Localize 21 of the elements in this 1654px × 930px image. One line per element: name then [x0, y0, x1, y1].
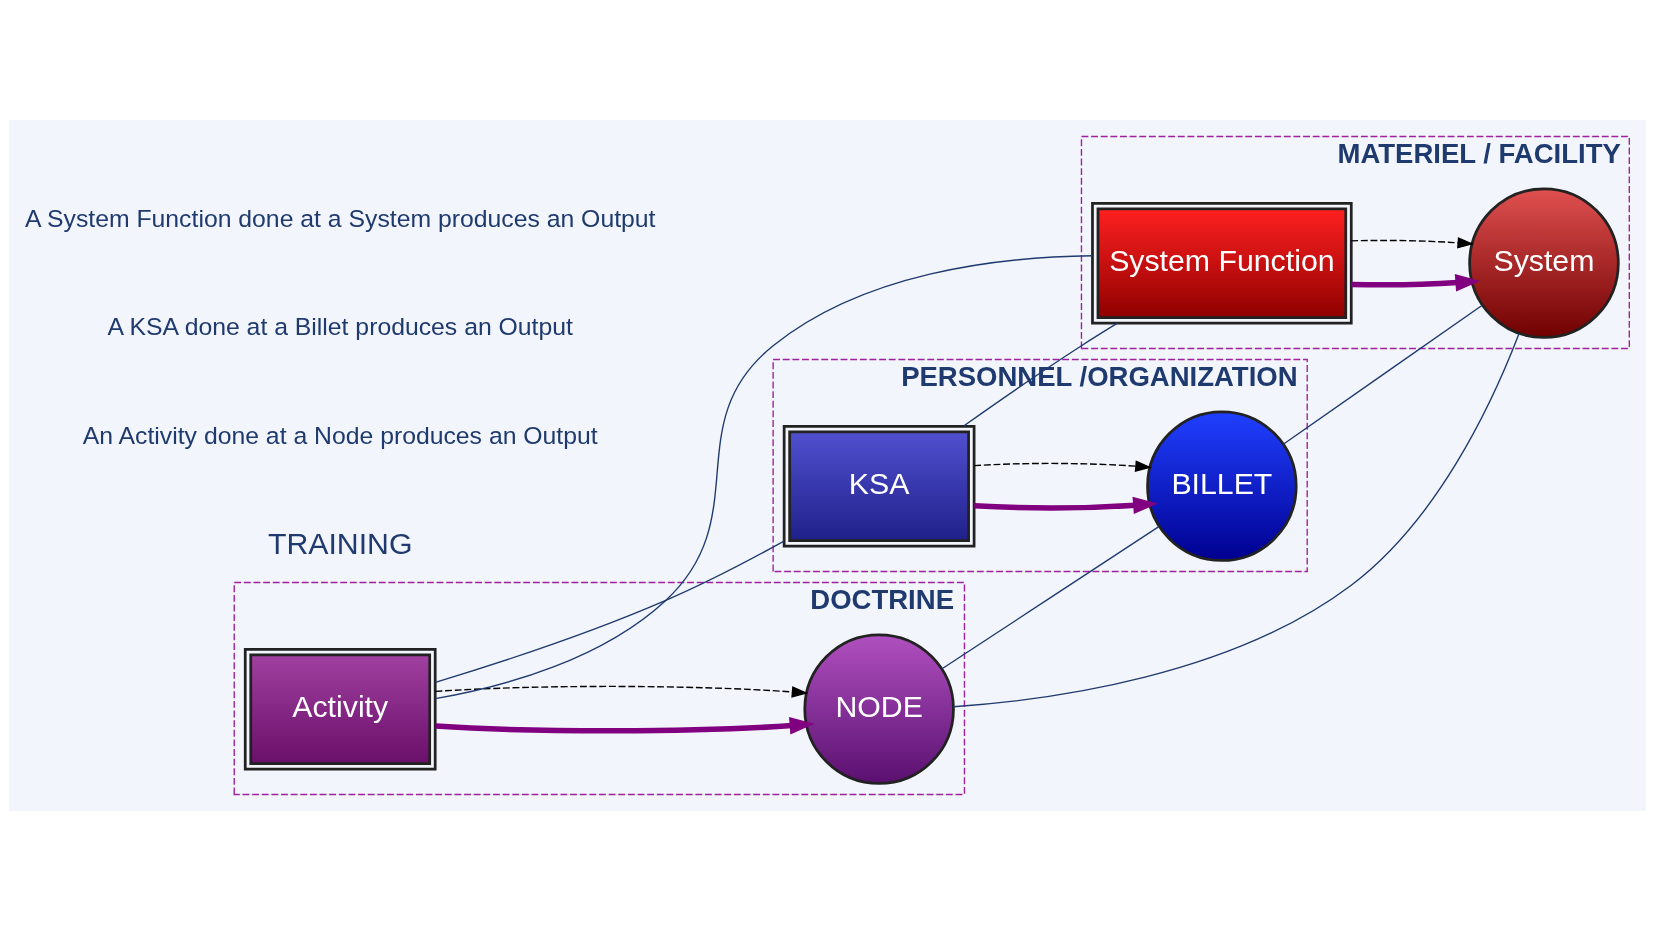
- node-box: Activity: [243, 647, 437, 770]
- connector: [434, 254, 1093, 699]
- arrow: [973, 459, 1152, 472]
- node-box: KSA: [782, 424, 975, 547]
- connector: [940, 525, 1159, 669]
- node-box: System Function: [1090, 201, 1353, 324]
- label: An Activity done at a Node produces an Output: [82, 421, 598, 449]
- node-circle: NODE: [802, 632, 955, 785]
- arrow: [973, 496, 1158, 514]
- arrow: [1350, 236, 1474, 249]
- label: A KSA done at a Billet produces an Output: [107, 312, 573, 340]
- connector: [434, 539, 785, 683]
- label: A System Function done at a System produces an Output: [24, 204, 655, 232]
- arrow: [434, 685, 808, 698]
- connector: [952, 332, 1520, 707]
- node-circle: BILLET: [1145, 409, 1298, 562]
- connector: [1282, 304, 1483, 445]
- arrow: [434, 716, 814, 734]
- arrow: [1350, 273, 1480, 291]
- label: TRAINING: [267, 526, 413, 560]
- node-circle: System: [1467, 186, 1620, 339]
